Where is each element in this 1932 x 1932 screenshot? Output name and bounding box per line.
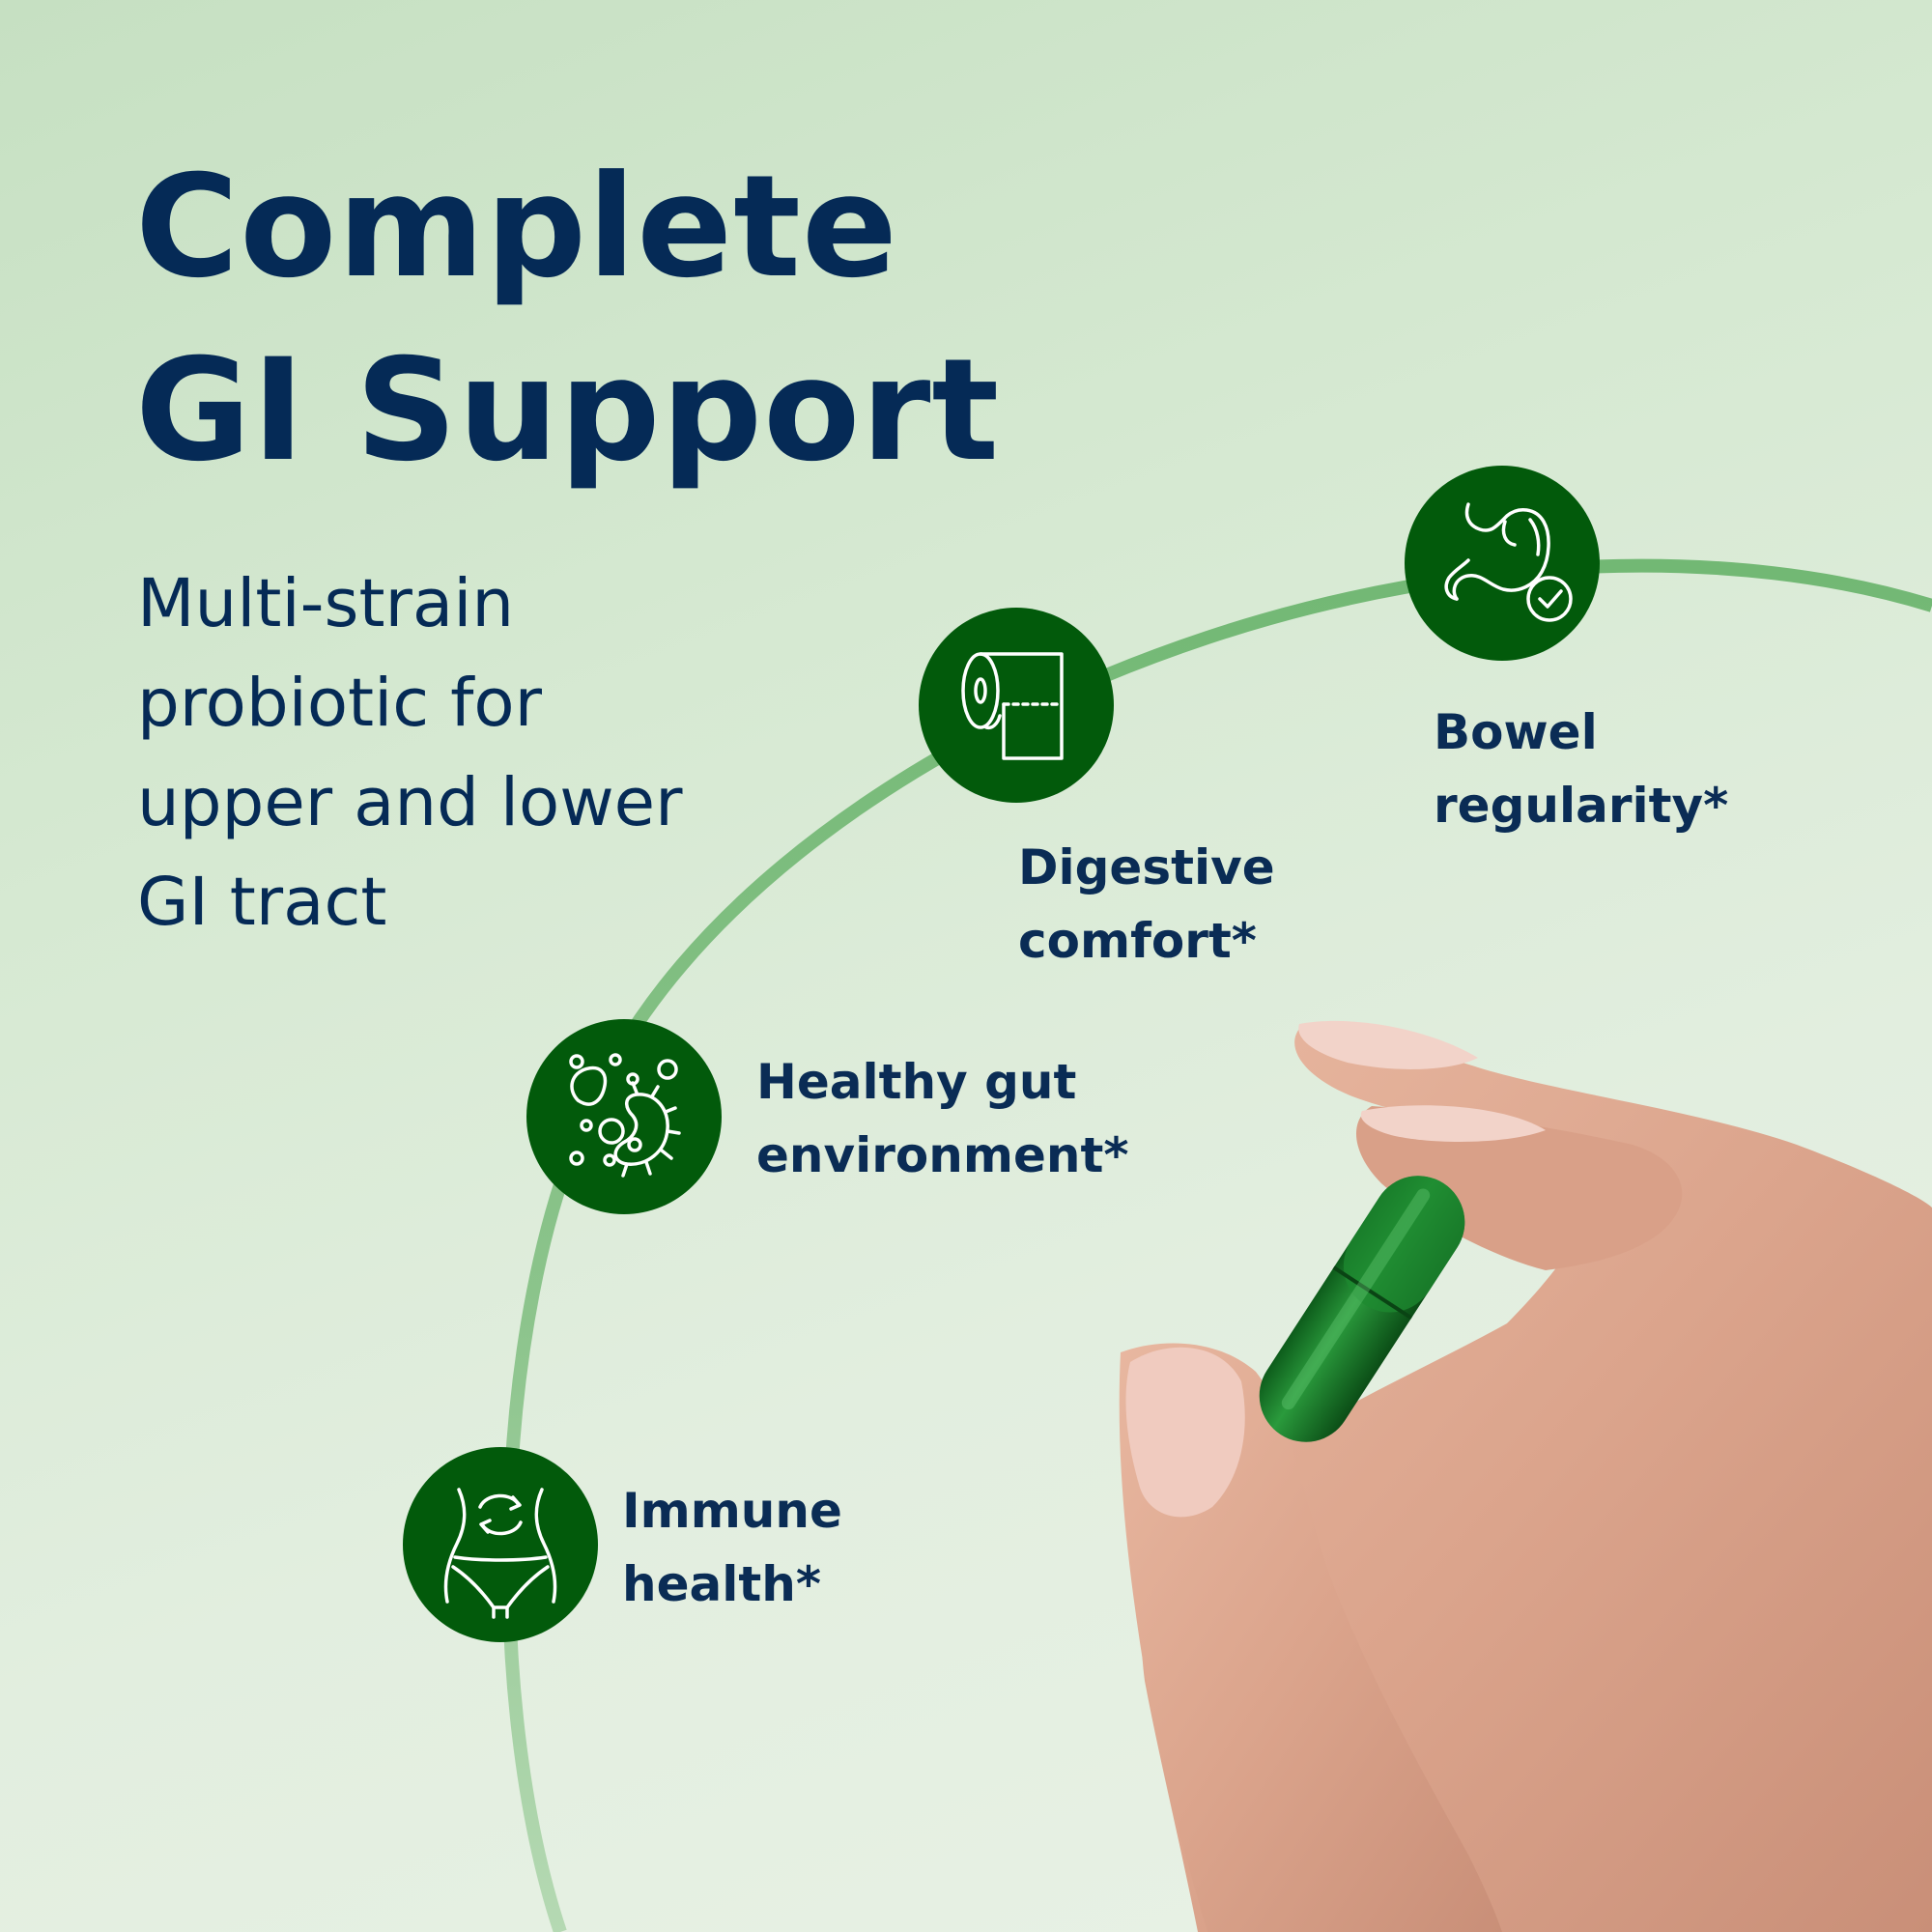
product-description-line: upper and lower bbox=[137, 764, 683, 841]
product-description: Multi-strain probiotic for upper and low… bbox=[137, 554, 794, 952]
benefit-label-line: comfort* bbox=[1018, 913, 1257, 969]
gut-bacteria-icon bbox=[526, 1019, 722, 1214]
body-cycle-icon bbox=[403, 1447, 598, 1642]
product-description-line: Multi-strain bbox=[137, 565, 515, 642]
benefit-label-healthy-gut-environment: Healthy gut environment* bbox=[756, 1045, 1129, 1192]
benefit-label-line: Digestive bbox=[1018, 839, 1275, 895]
benefit-label-line: environment* bbox=[756, 1127, 1129, 1183]
benefit-label-line: regularity* bbox=[1434, 778, 1729, 834]
toilet-paper-icon bbox=[919, 608, 1114, 803]
benefit-label-immune-health: Immune health* bbox=[622, 1474, 842, 1621]
benefit-label-line: Healthy gut bbox=[756, 1054, 1077, 1110]
benefit-label-bowel-regularity: Bowel regularity* bbox=[1434, 696, 1728, 842]
page-title-line: Complete bbox=[135, 145, 898, 309]
benefit-label-line: Immune bbox=[622, 1483, 842, 1539]
benefit-label-line: health* bbox=[622, 1556, 822, 1612]
page-title-line: GI Support bbox=[135, 328, 1001, 493]
page-title: Complete GI Support bbox=[135, 135, 1000, 502]
product-description-line: GI tract bbox=[137, 864, 387, 941]
benefit-label-line: Bowel bbox=[1434, 704, 1598, 760]
benefit-label-digestive-comfort: Digestive comfort* bbox=[1018, 831, 1275, 978]
product-description-line: probiotic for bbox=[137, 665, 543, 742]
stomach-check-icon bbox=[1405, 466, 1600, 661]
